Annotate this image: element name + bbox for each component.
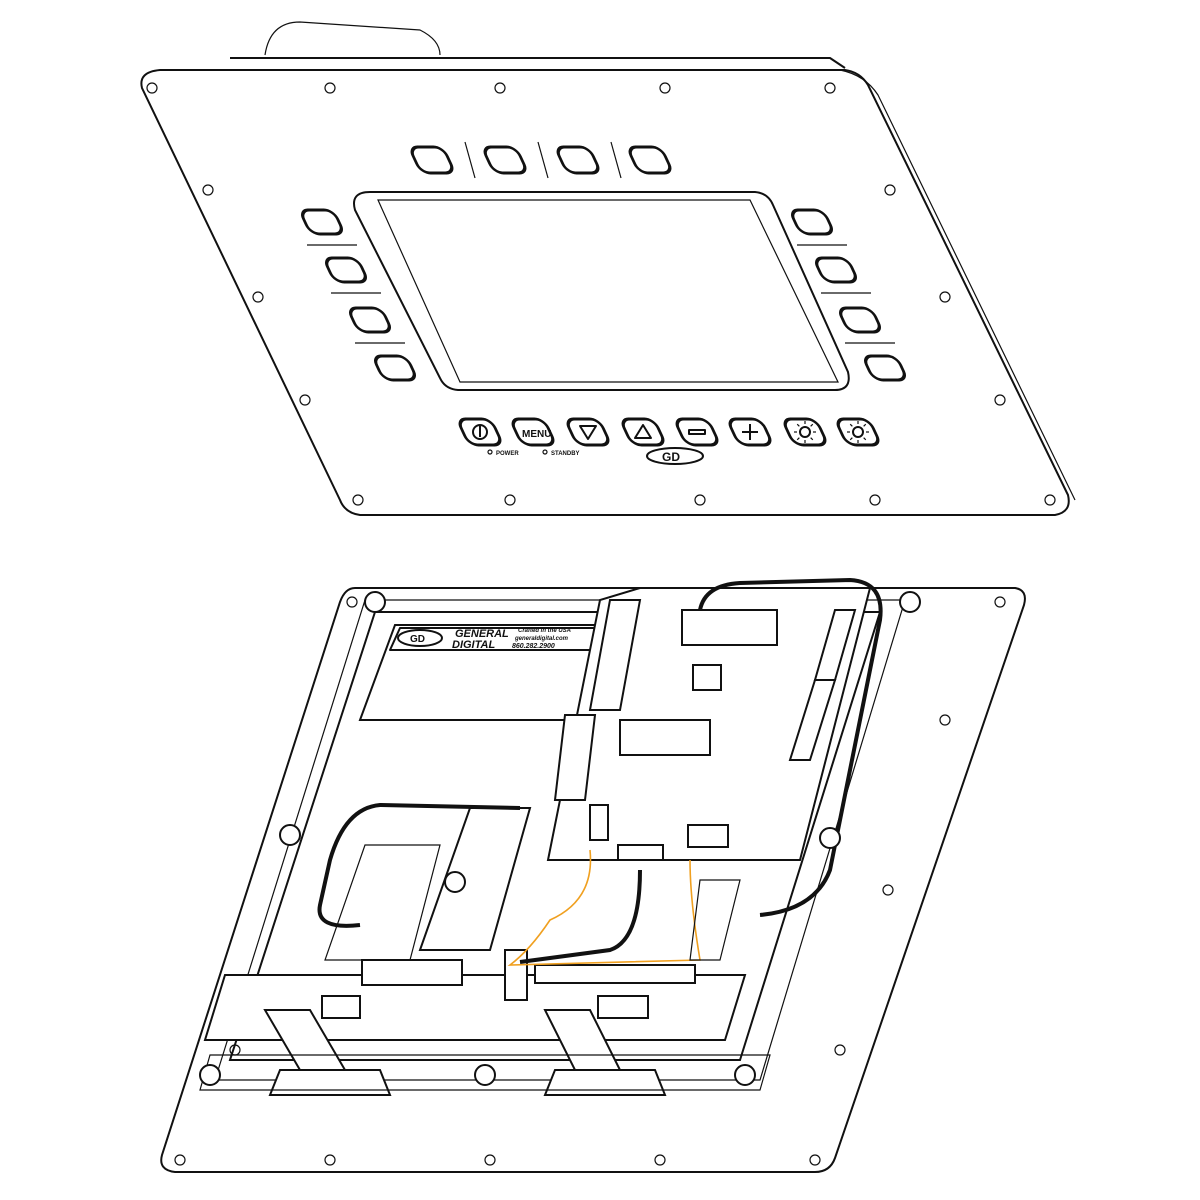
cable-connector <box>681 609 778 646</box>
screw-hole <box>1044 494 1056 506</box>
screw-hole <box>324 1154 336 1166</box>
screw-hole <box>174 1154 186 1166</box>
front-bezel-panel: MENU POWER STANDBY GD <box>140 21 1076 516</box>
top-softkeys <box>409 141 673 179</box>
gd-logo-icon <box>646 447 704 465</box>
brightness-up-button[interactable] <box>835 417 881 447</box>
phone: 860.282.2900 <box>512 643 555 650</box>
header-connector <box>534 964 696 984</box>
triangle-up-icon <box>634 424 652 439</box>
screw-hole <box>252 291 264 303</box>
side-softkeys <box>299 208 907 382</box>
screw-icon <box>364 591 386 613</box>
screw-icon <box>819 827 841 849</box>
screw-hole <box>659 82 671 94</box>
function-buttons <box>458 417 881 447</box>
backlight-cable <box>317 802 521 928</box>
ribbon-cable <box>698 577 883 917</box>
screw-hole <box>494 82 506 94</box>
screw-hole <box>882 884 894 896</box>
softkey-right-4[interactable] <box>862 354 907 382</box>
softkey-right-3[interactable] <box>837 306 882 334</box>
power-label: POWER <box>496 451 519 457</box>
header-connector <box>361 959 463 986</box>
screw-icon <box>474 1064 496 1086</box>
screw-hole <box>484 1154 496 1166</box>
front-logo-text: GD <box>662 450 680 464</box>
menu-button[interactable] <box>510 417 556 447</box>
top-cable <box>264 21 441 56</box>
brightness-up-icon <box>847 421 869 443</box>
rear-assembly: GD GENERAL DIGITAL Crafted in the USA ge… <box>160 577 1026 1173</box>
screw-icon <box>734 1064 756 1086</box>
screw-hole <box>299 394 311 406</box>
screw-hole <box>146 82 158 94</box>
screw-hole <box>229 1044 241 1056</box>
brightness-down-icon <box>794 421 816 443</box>
screw-hole <box>202 184 214 196</box>
brightness-down-button[interactable] <box>782 417 828 447</box>
gd-logo-icon <box>397 629 443 647</box>
minus-icon <box>688 429 706 435</box>
tagline: Crafted in the USA <box>518 628 571 634</box>
dsub-connector <box>588 599 642 711</box>
screw-icon <box>199 1064 221 1086</box>
dsub-connector <box>553 714 597 801</box>
bracket-foot <box>543 1069 667 1096</box>
softkey-left-3[interactable] <box>347 306 392 334</box>
screw-hole <box>324 82 336 94</box>
brand-digital: DIGITAL <box>452 639 495 651</box>
softkey-left-2[interactable] <box>323 256 368 284</box>
minus-button[interactable] <box>674 417 720 447</box>
screw-hole <box>994 596 1006 608</box>
screw-hole <box>504 494 516 506</box>
display-screen <box>353 191 850 391</box>
screw-hole <box>939 714 951 726</box>
softkey-right-2[interactable] <box>813 256 858 284</box>
mounting-holes <box>146 82 1056 506</box>
dip-switch <box>619 719 711 756</box>
divider <box>464 141 476 179</box>
power-icon <box>472 424 488 440</box>
screw-hole <box>939 291 951 303</box>
softkey-right-1[interactable] <box>789 208 834 236</box>
screw-hole <box>352 494 364 506</box>
softkey-top-3[interactable] <box>555 145 601 175</box>
triangle-down-icon <box>579 425 597 440</box>
screw-hole <box>654 1154 666 1166</box>
softkey-left-1[interactable] <box>299 208 344 236</box>
softkey-top-2[interactable] <box>482 145 528 175</box>
power-led-icon <box>487 449 493 455</box>
standby-label: STANDBY <box>551 451 580 457</box>
bracket-foot <box>268 1069 392 1096</box>
triangle-up-button[interactable] <box>620 417 666 447</box>
divider <box>610 141 622 179</box>
softkey-top-4[interactable] <box>627 145 673 175</box>
softkey-top-1[interactable] <box>409 145 455 175</box>
screw-hole <box>694 494 706 506</box>
screw-hole <box>809 1154 821 1166</box>
screw-hole <box>884 184 896 196</box>
screw-hole <box>346 596 358 608</box>
rear-logo-text: GD <box>410 634 425 645</box>
softkey-left-4[interactable] <box>372 354 417 382</box>
screw-hole <box>869 494 881 506</box>
brand-general: GENERAL <box>455 628 509 640</box>
screw-hole <box>834 1044 846 1056</box>
screw-icon <box>899 591 921 613</box>
screw-hole <box>994 394 1006 406</box>
orange-wire <box>507 849 701 966</box>
menu-button-label: MENU <box>522 429 551 440</box>
divider <box>537 141 549 179</box>
screw-hole <box>824 82 836 94</box>
screw-icon <box>279 824 301 846</box>
standby-led-icon <box>542 449 548 455</box>
mounting-holes <box>174 591 1006 1166</box>
plus-icon <box>742 424 758 440</box>
triangle-down-button[interactable] <box>565 417 611 447</box>
website: generaldigital.com <box>514 636 569 642</box>
